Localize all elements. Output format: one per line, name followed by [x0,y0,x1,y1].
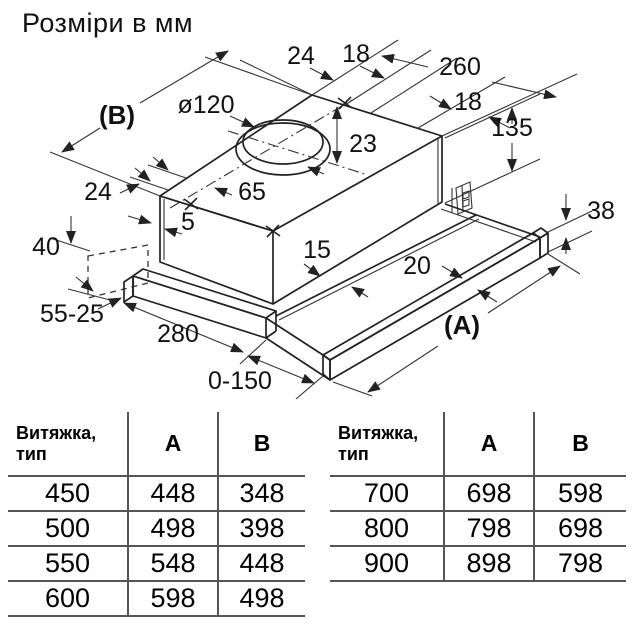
dimension-280 [123,302,267,365]
drawer-front-bar-top [322,232,541,361]
dim-label-right-18: 18 [454,88,482,116]
dimension-40 [49,216,111,301]
table2-header-type: Витяжка,тип [330,412,444,477]
dim-label-top-18: 18 [342,40,370,68]
page-title: Розміри в мм [22,8,194,38]
table1-header-type: Витяжка,тип [8,412,128,477]
dim-label-B: (B) [99,100,135,130]
table-row: 600 598 498 [8,581,305,617]
dim-label-260: 260 [439,53,481,81]
dim-label-dia-120: ø120 [178,91,235,119]
adjustable-panel-hidden [87,244,149,299]
table2-header-B: B [533,412,626,477]
dim-label-20: 20 [403,252,431,280]
drawer-front-bar [329,237,541,381]
mounting-bracket [451,181,473,215]
size-table-450-600: Витяжка,тип A B 450 448 348 500 498 398 … [8,412,305,617]
table1-header-B: B [217,412,305,477]
dimension-20 [441,265,498,303]
table-row: 550 548 448 [8,546,305,582]
dim-label-38: 38 [587,197,615,225]
hood-body [159,94,443,305]
centerlines [169,96,369,238]
center-mark-front [183,197,199,211]
dimension-135 [444,93,541,204]
duct-collar [235,119,331,176]
dim-label-0-150: 0-150 [208,367,272,395]
dimension-260 [381,53,578,137]
dimension-A [332,253,581,397]
table-row: 700 698 598 [330,476,626,512]
table-row: 800 798 698 [330,511,626,547]
dim-label-280: 280 [157,320,199,348]
dimension-15 [303,263,369,298]
table1-header-A: A [127,412,218,477]
dim-label-left-24: 24 [84,178,112,206]
dimension-top-24-18 [239,39,458,114]
dimension-dia-120 [229,115,325,177]
dim-label-135: 135 [491,114,533,142]
dimension-5 [127,214,183,238]
hood-dimension-drawing: (B) 24 24 18 260 [32,39,615,400]
table2-header-A: A [443,412,534,477]
dimension-65 [214,187,233,198]
table-row: 500 498 398 [8,511,305,547]
table-row: 900 898 798 [330,546,626,582]
dim-label-23: 23 [349,130,377,158]
dim-label-A: (A) [444,310,480,340]
dimension-38 [547,194,593,254]
dim-label-5: 5 [181,208,195,236]
center-mark-corner [265,224,281,238]
dim-label-15: 15 [303,236,331,264]
dim-label-40: 40 [32,233,60,261]
dim-label-top-24: 24 [287,42,315,70]
dim-label-55-25: 55-25 [40,300,104,328]
dim-label-65: 65 [238,178,266,206]
dimension-B [49,50,313,197]
table-row: 450 448 348 [8,476,305,512]
size-table-700-900: Витяжка,тип A B 700 698 598 800 798 698 … [330,412,626,582]
pullout-drawer [265,203,549,381]
dimension-left-24 [119,156,187,194]
dimension-right-18 [417,76,511,129]
dimension-0-150 [247,355,324,400]
chassis-slab [123,268,277,339]
dimension-55-25 [97,297,122,310]
